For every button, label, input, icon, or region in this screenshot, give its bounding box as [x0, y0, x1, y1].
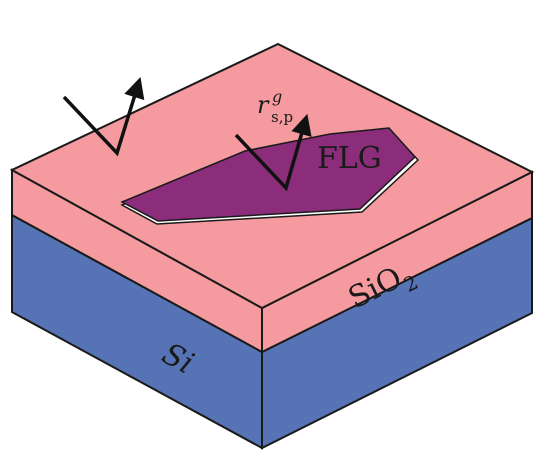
flg-label: FLG — [317, 141, 382, 176]
reflection-coefficient-label: r g s,p — [257, 87, 293, 126]
flg-flake — [120, 127, 417, 222]
reflection-superscript: g — [272, 87, 282, 106]
reflection-symbol: r — [257, 91, 270, 119]
beam-arrow-icon — [234, 113, 312, 192]
beam-arrow-icon — [62, 76, 145, 157]
reflection-subscript: s,p — [271, 108, 293, 126]
